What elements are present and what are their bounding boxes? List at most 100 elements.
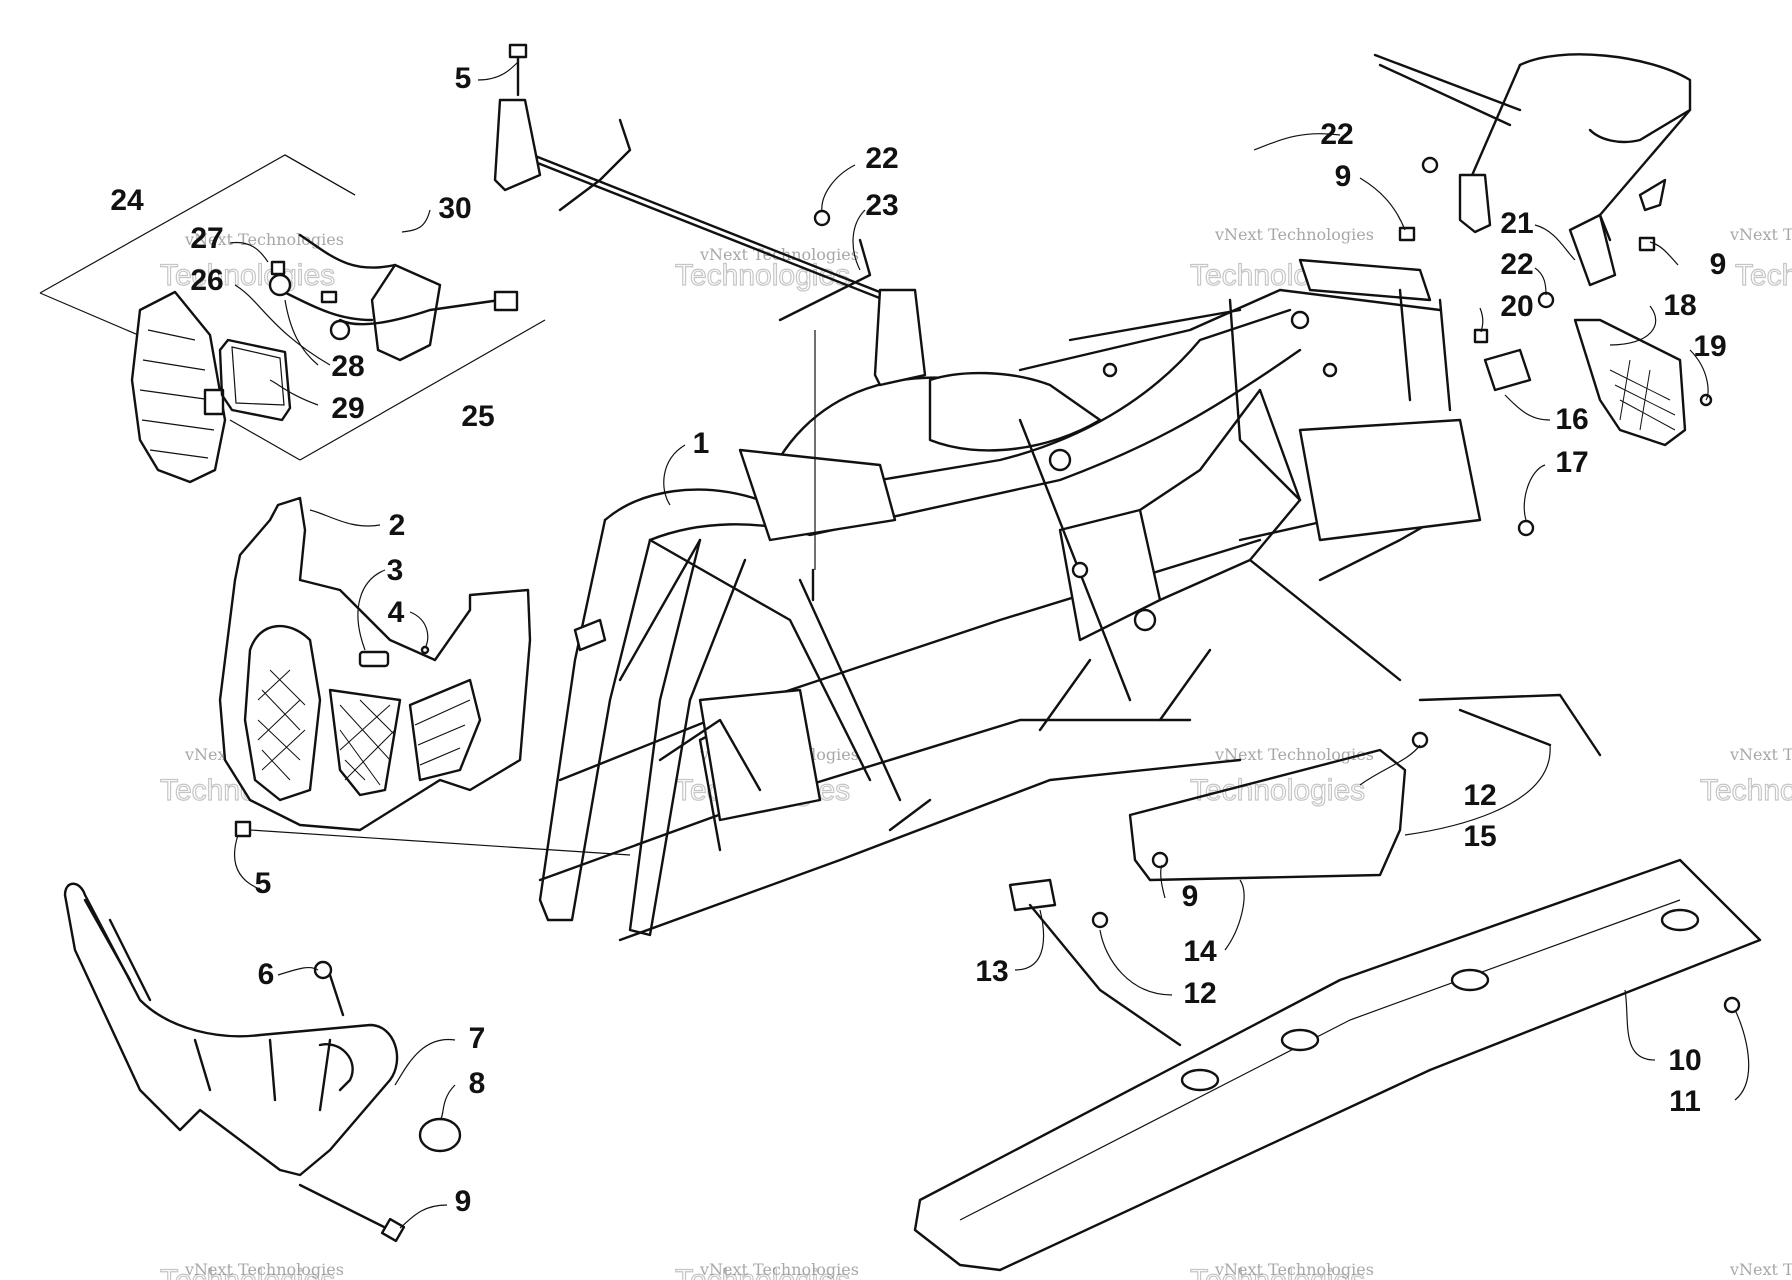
leader-5-bottom [234,834,263,891]
watermark-small-text: vNext Technologies [1729,745,1792,764]
watermark-large-text: Technologies [160,259,335,292]
callout-9: 9 [455,1185,472,1218]
leader-8 [439,1084,456,1121]
leader-22-lower [1534,267,1547,296]
leader-11 [1734,1009,1750,1101]
frame-down-tube [798,578,902,802]
frame-seat-pan [928,371,1102,452]
watermark-small-text: vNext Technologies [699,245,859,264]
leader-9-footrest [1160,864,1166,899]
wire-connector [493,290,519,312]
bumper-hook [318,1043,354,1092]
lower-parts [913,693,1762,1272]
bumper-bolt [298,1183,392,1232]
frame-lower-rail-left [538,718,1192,882]
kit-bracket-lines-3 [229,419,301,461]
fascia-left-vent [243,625,322,802]
watermark-small-text: vNext Technologies [1729,225,1792,244]
grommet-17 [1517,519,1535,537]
callout-26: 26 [190,264,223,297]
leader-18 [1609,305,1657,346]
bumper-cap [418,1117,462,1153]
watermark: Technologies vNext Technologies [674,245,859,293]
leader-29 [269,379,319,406]
watermark-small-text: vNext Technologies [1214,225,1374,244]
frame-upper-rail-left [603,308,1292,522]
kit-bracket-lines-2 [39,154,546,461]
bolt-9-rack-right [1638,236,1656,252]
leader-7 [394,1039,456,1086]
watermark-large-text: Technologies [1190,774,1365,807]
callout-19: 19 [1693,330,1726,363]
skid-hole [1660,908,1700,932]
callout-18: 18 [1663,289,1696,322]
callout-22: 22 [1320,118,1353,151]
skid-hole [1280,1028,1320,1052]
rack-right-plate [1568,213,1617,287]
skid-screw-11 [1723,996,1741,1014]
frame-rear-crossbar [1068,308,1242,342]
watermark-small-text: vNext Technologies [699,1260,859,1279]
decal-16 [1483,348,1532,392]
headlight-lens-ribs [139,329,215,459]
frame-tank-bracket [738,448,897,542]
bolt-9 [1151,851,1169,869]
leader-22-top [821,164,856,213]
fascia-center-grille [328,688,402,797]
bolt-5-leader [249,829,631,856]
leader-23 [852,209,866,271]
bracket-right-mount [873,288,927,387]
footrest-14 [1128,748,1407,882]
watermark: Technologies vNext Technologies [1189,745,1374,808]
callout-3: 3 [387,554,404,587]
frame-boss [1071,561,1089,579]
callout-12: 12 [1183,977,1216,1010]
headlight-tab [203,388,225,416]
watermark-large-text: Technologies [1190,1264,1365,1280]
watermark-small-text: vNext Technologies [184,230,344,249]
mud-flap-hatch [1609,359,1676,431]
callout-15: 15 [1463,820,1496,853]
skid-hole [1450,968,1490,992]
frame-lower-rail-right [618,758,1242,942]
watermark-large-text: Technologies [1700,774,1792,807]
bulb-socket [268,273,292,297]
watermark: Technologies vNext Technologies [159,1260,344,1280]
rear-rack [1373,53,1692,287]
bumper-braces [83,898,332,1112]
callout-23: 23 [865,189,898,222]
frame-front-cross [618,538,872,782]
leader-12-right [1359,744,1421,786]
frame-boss [1133,608,1157,632]
callout-13: 13 [975,955,1008,988]
bracket-left-mount [493,98,542,192]
watermark-small-text: vNext Technologies [1214,1260,1374,1279]
leader-13 [1014,909,1045,971]
leader-2 [309,509,381,527]
watermark-large-text: Technologies [1735,259,1792,292]
bracket-loop-left [558,118,632,212]
callout-22: 22 [1500,248,1533,281]
nut-22-rack-lower [1537,291,1555,309]
stay-rod-13 [1028,903,1182,1047]
frame-rear-posts [1228,288,1452,502]
skid-plate-rib [959,899,1681,1221]
callout-9: 9 [1710,248,1727,281]
headlight-wire [278,233,502,326]
callout-5: 5 [255,867,272,900]
callout-24: 24 [110,184,144,217]
leader-3 [357,569,386,651]
bumper-nut [313,960,333,980]
front-bumper [63,882,462,1243]
watermark-small-text: vNext Technologies [1214,745,1374,764]
callout-4: 4 [388,596,405,629]
bracket-loop-right [778,238,872,322]
bolt-12 [1411,731,1429,749]
rack-left-plate [1458,173,1492,234]
rack-side-rail [1373,53,1522,127]
callout-9: 9 [1335,160,1352,193]
headlight-gasket-inner [231,346,285,406]
bracket-bar-top [518,148,902,302]
callouts: 5 5 1 2 3 4 6 7 8 9 9 9 9 10 11 12 12 13… [110,62,1726,1218]
callout-6: 6 [258,958,275,991]
